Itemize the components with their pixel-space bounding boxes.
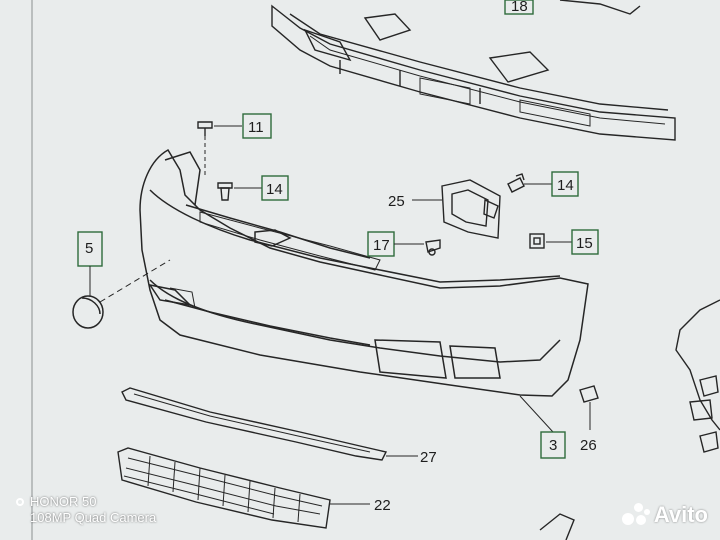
camera-watermark: HONOR 50 108MP Quad Camera	[16, 494, 156, 526]
dash-5	[99, 259, 171, 303]
camera-brand: HONOR 50	[30, 494, 97, 509]
callout-label-15: 15	[576, 235, 593, 252]
part-plug-26	[579, 385, 599, 403]
avito-watermark: Avito	[621, 502, 708, 528]
part-clip-14b	[507, 173, 525, 193]
callout-label-5: 5	[85, 240, 93, 257]
part-tow-cap-5	[72, 295, 104, 329]
camera-dot-icon	[16, 498, 24, 506]
callout-label-17: 17	[373, 237, 390, 254]
callout-box-14b	[551, 171, 579, 197]
callout-label-14a: 14	[266, 181, 283, 198]
part-clip-14a	[217, 182, 233, 201]
callout-box-3	[540, 431, 566, 459]
part-spoiler-strip-27	[121, 387, 388, 461]
part-nut-15	[529, 233, 545, 249]
part-impact-bar	[271, 4, 676, 141]
callout-label-14b: 14	[557, 177, 574, 194]
part-rivet-17	[425, 239, 441, 256]
callout-label-27: 27	[420, 449, 437, 466]
part-right-fragment	[539, 299, 720, 540]
callout-box-18	[504, 0, 534, 15]
callout-label-22: 22	[374, 497, 391, 514]
callout-label-3: 3	[549, 437, 557, 454]
avito-dots-icon	[621, 503, 650, 527]
callout-box-14a	[261, 175, 289, 201]
callout-label-18: 18	[511, 0, 528, 15]
callout-label-25: 25	[388, 193, 405, 210]
leader-3	[519, 395, 554, 433]
camera-model: 108MP Quad Camera	[30, 510, 157, 525]
callout-box-15	[571, 229, 599, 255]
part-bracket-25	[441, 179, 501, 239]
part-screw-11	[197, 121, 213, 175]
part-lower-grille-22	[117, 447, 331, 529]
part-top-right-fragment	[559, 0, 641, 15]
part-bumper-cover	[139, 148, 589, 397]
callout-label-11: 11	[248, 119, 264, 136]
avito-text: Avito	[653, 502, 708, 527]
callout-box-11	[242, 113, 272, 139]
callout-label-26: 26	[580, 437, 597, 454]
